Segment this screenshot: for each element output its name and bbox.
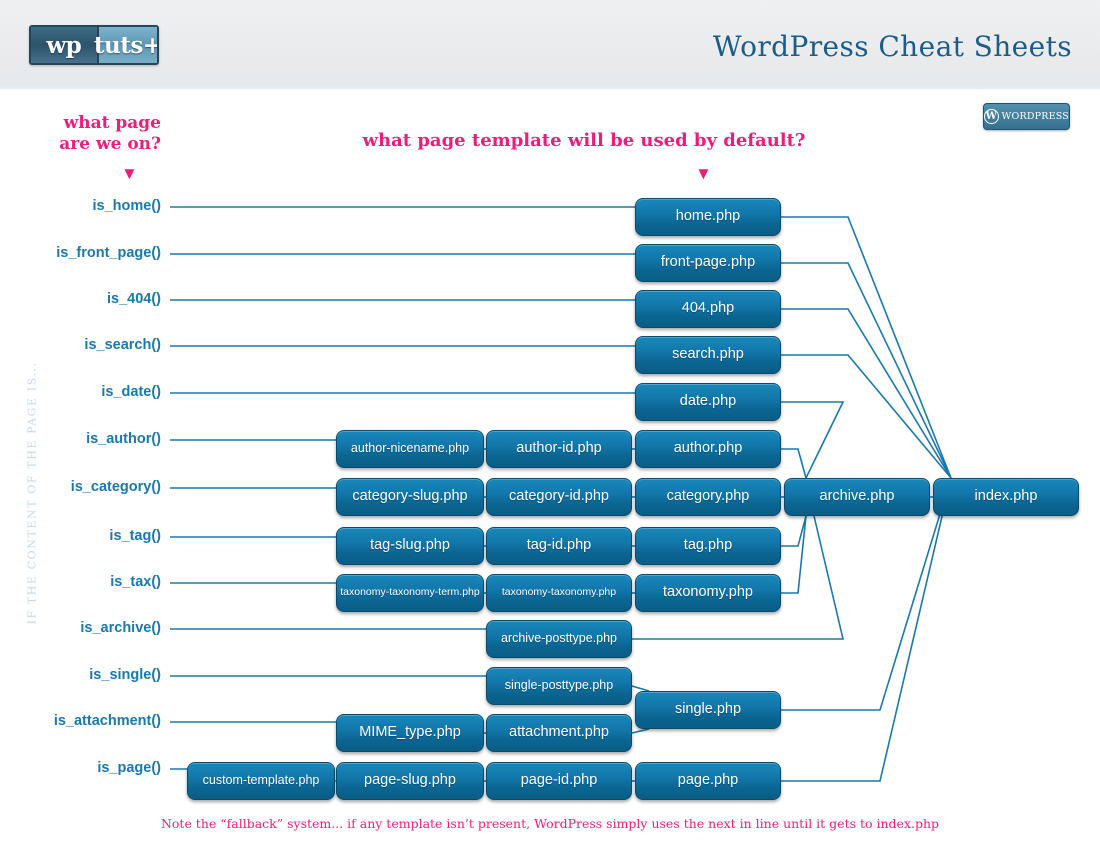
template-box-date[interactable]: date.php bbox=[635, 383, 781, 421]
heading-what-template: what page template will be used by defau… bbox=[362, 130, 806, 151]
condition-label-is_search: is_search() bbox=[84, 337, 161, 353]
heading-what-page-line1: what page bbox=[63, 113, 161, 133]
template-box-attachment[interactable]: attachment.php bbox=[486, 714, 632, 752]
logo-tuts-text: tuts+ bbox=[94, 27, 157, 63]
condition-label-is_date: is_date() bbox=[101, 384, 161, 400]
condition-label-is_page: is_page() bbox=[97, 760, 161, 776]
connector bbox=[781, 477, 952, 782]
template-box-taxonomy[interactable]: taxonomy.php bbox=[635, 574, 781, 612]
wordpress-badge: W WORDPRESS bbox=[983, 103, 1070, 130]
connector bbox=[631, 728, 650, 734]
wptuts-logo: wp tuts+ bbox=[29, 25, 159, 65]
template-box-home[interactable]: home.php bbox=[635, 198, 781, 236]
template-box-category-id[interactable]: category-id.php bbox=[486, 478, 632, 516]
condition-label-is_front_page: is_front_page() bbox=[56, 245, 161, 261]
wordpress-badge-label: WORDPRESS bbox=[1001, 111, 1069, 122]
template-box-single-posttype[interactable]: single-posttype.php bbox=[486, 667, 632, 705]
template-box-tag[interactable]: tag.php bbox=[635, 527, 781, 565]
connector bbox=[631, 685, 650, 692]
condition-label-is_attachment: is_attachment() bbox=[53, 713, 161, 729]
fallback-note: Note the “fallback” system... if any tem… bbox=[160, 816, 940, 831]
template-box-category-slug[interactable]: category-slug.php bbox=[336, 478, 484, 516]
wordpress-logo-icon: W bbox=[984, 109, 999, 124]
connector bbox=[781, 448, 807, 479]
connector bbox=[781, 216, 952, 479]
condition-label-is_tag: is_tag() bbox=[109, 528, 161, 544]
template-box-single[interactable]: single.php bbox=[635, 691, 781, 729]
condition-label-is_home: is_home() bbox=[92, 198, 162, 214]
template-box-author-nicename[interactable]: author-nicename.php bbox=[336, 430, 484, 468]
template-box-tax-taxonomy[interactable]: taxonomy-taxonomy.php bbox=[486, 574, 632, 612]
condition-label-is_category: is_category() bbox=[70, 479, 161, 495]
template-box-mime[interactable]: MIME_type.php bbox=[336, 714, 484, 752]
page-header: wp tuts+ WordPress Cheat Sheets bbox=[0, 0, 1100, 89]
template-box-tag-id[interactable]: tag-id.php bbox=[486, 527, 632, 565]
condition-label-is_tax: is_tax() bbox=[110, 574, 161, 590]
template-box-tag-slug[interactable]: tag-slug.php bbox=[336, 527, 484, 565]
template-box-custom-template[interactable]: custom-template.php bbox=[187, 762, 335, 800]
template-box-category[interactable]: category.php bbox=[635, 478, 781, 516]
page-title: WordPress Cheat Sheets bbox=[712, 30, 1072, 63]
connector bbox=[781, 515, 807, 594]
template-box-author[interactable]: author.php bbox=[635, 430, 781, 468]
template-box-archive[interactable]: archive.php bbox=[784, 478, 930, 516]
heading-what-page-line2: are we on? bbox=[59, 134, 161, 154]
connector bbox=[781, 262, 952, 479]
connector bbox=[781, 308, 952, 479]
heading-what-page: what page are we on? bbox=[0, 113, 161, 155]
template-box-search[interactable]: search.php bbox=[635, 336, 781, 374]
template-box-tax-term[interactable]: taxonomy-taxonomy-term.php bbox=[336, 574, 484, 612]
template-box-page-id[interactable]: page-id.php bbox=[486, 762, 632, 800]
condition-label-is_single: is_single() bbox=[89, 667, 161, 683]
template-box-404[interactable]: 404.php bbox=[635, 290, 781, 328]
connector bbox=[781, 354, 952, 479]
template-box-author-id[interactable]: author-id.php bbox=[486, 430, 632, 468]
condition-label-is_archive: is_archive() bbox=[80, 620, 161, 636]
condition-label-is_404: is_404() bbox=[106, 291, 161, 307]
template-box-index[interactable]: index.php bbox=[933, 478, 1079, 516]
template-box-page[interactable]: page.php bbox=[635, 762, 781, 800]
connector bbox=[781, 401, 845, 479]
template-box-page-slug[interactable]: page-slug.php bbox=[336, 762, 484, 800]
connector bbox=[632, 515, 845, 640]
down-arrow-icon-middle: ▼ bbox=[695, 164, 712, 183]
connector bbox=[781, 477, 952, 711]
logo-wp-text: wp bbox=[31, 27, 97, 63]
template-box-front-page[interactable]: front-page.php bbox=[635, 244, 781, 282]
condition-label-is_author: is_author() bbox=[86, 431, 161, 447]
template-box-archive-posttype[interactable]: archive-posttype.php bbox=[486, 620, 632, 658]
down-arrow-icon-left: ▼ bbox=[121, 164, 138, 183]
connector bbox=[781, 515, 807, 547]
